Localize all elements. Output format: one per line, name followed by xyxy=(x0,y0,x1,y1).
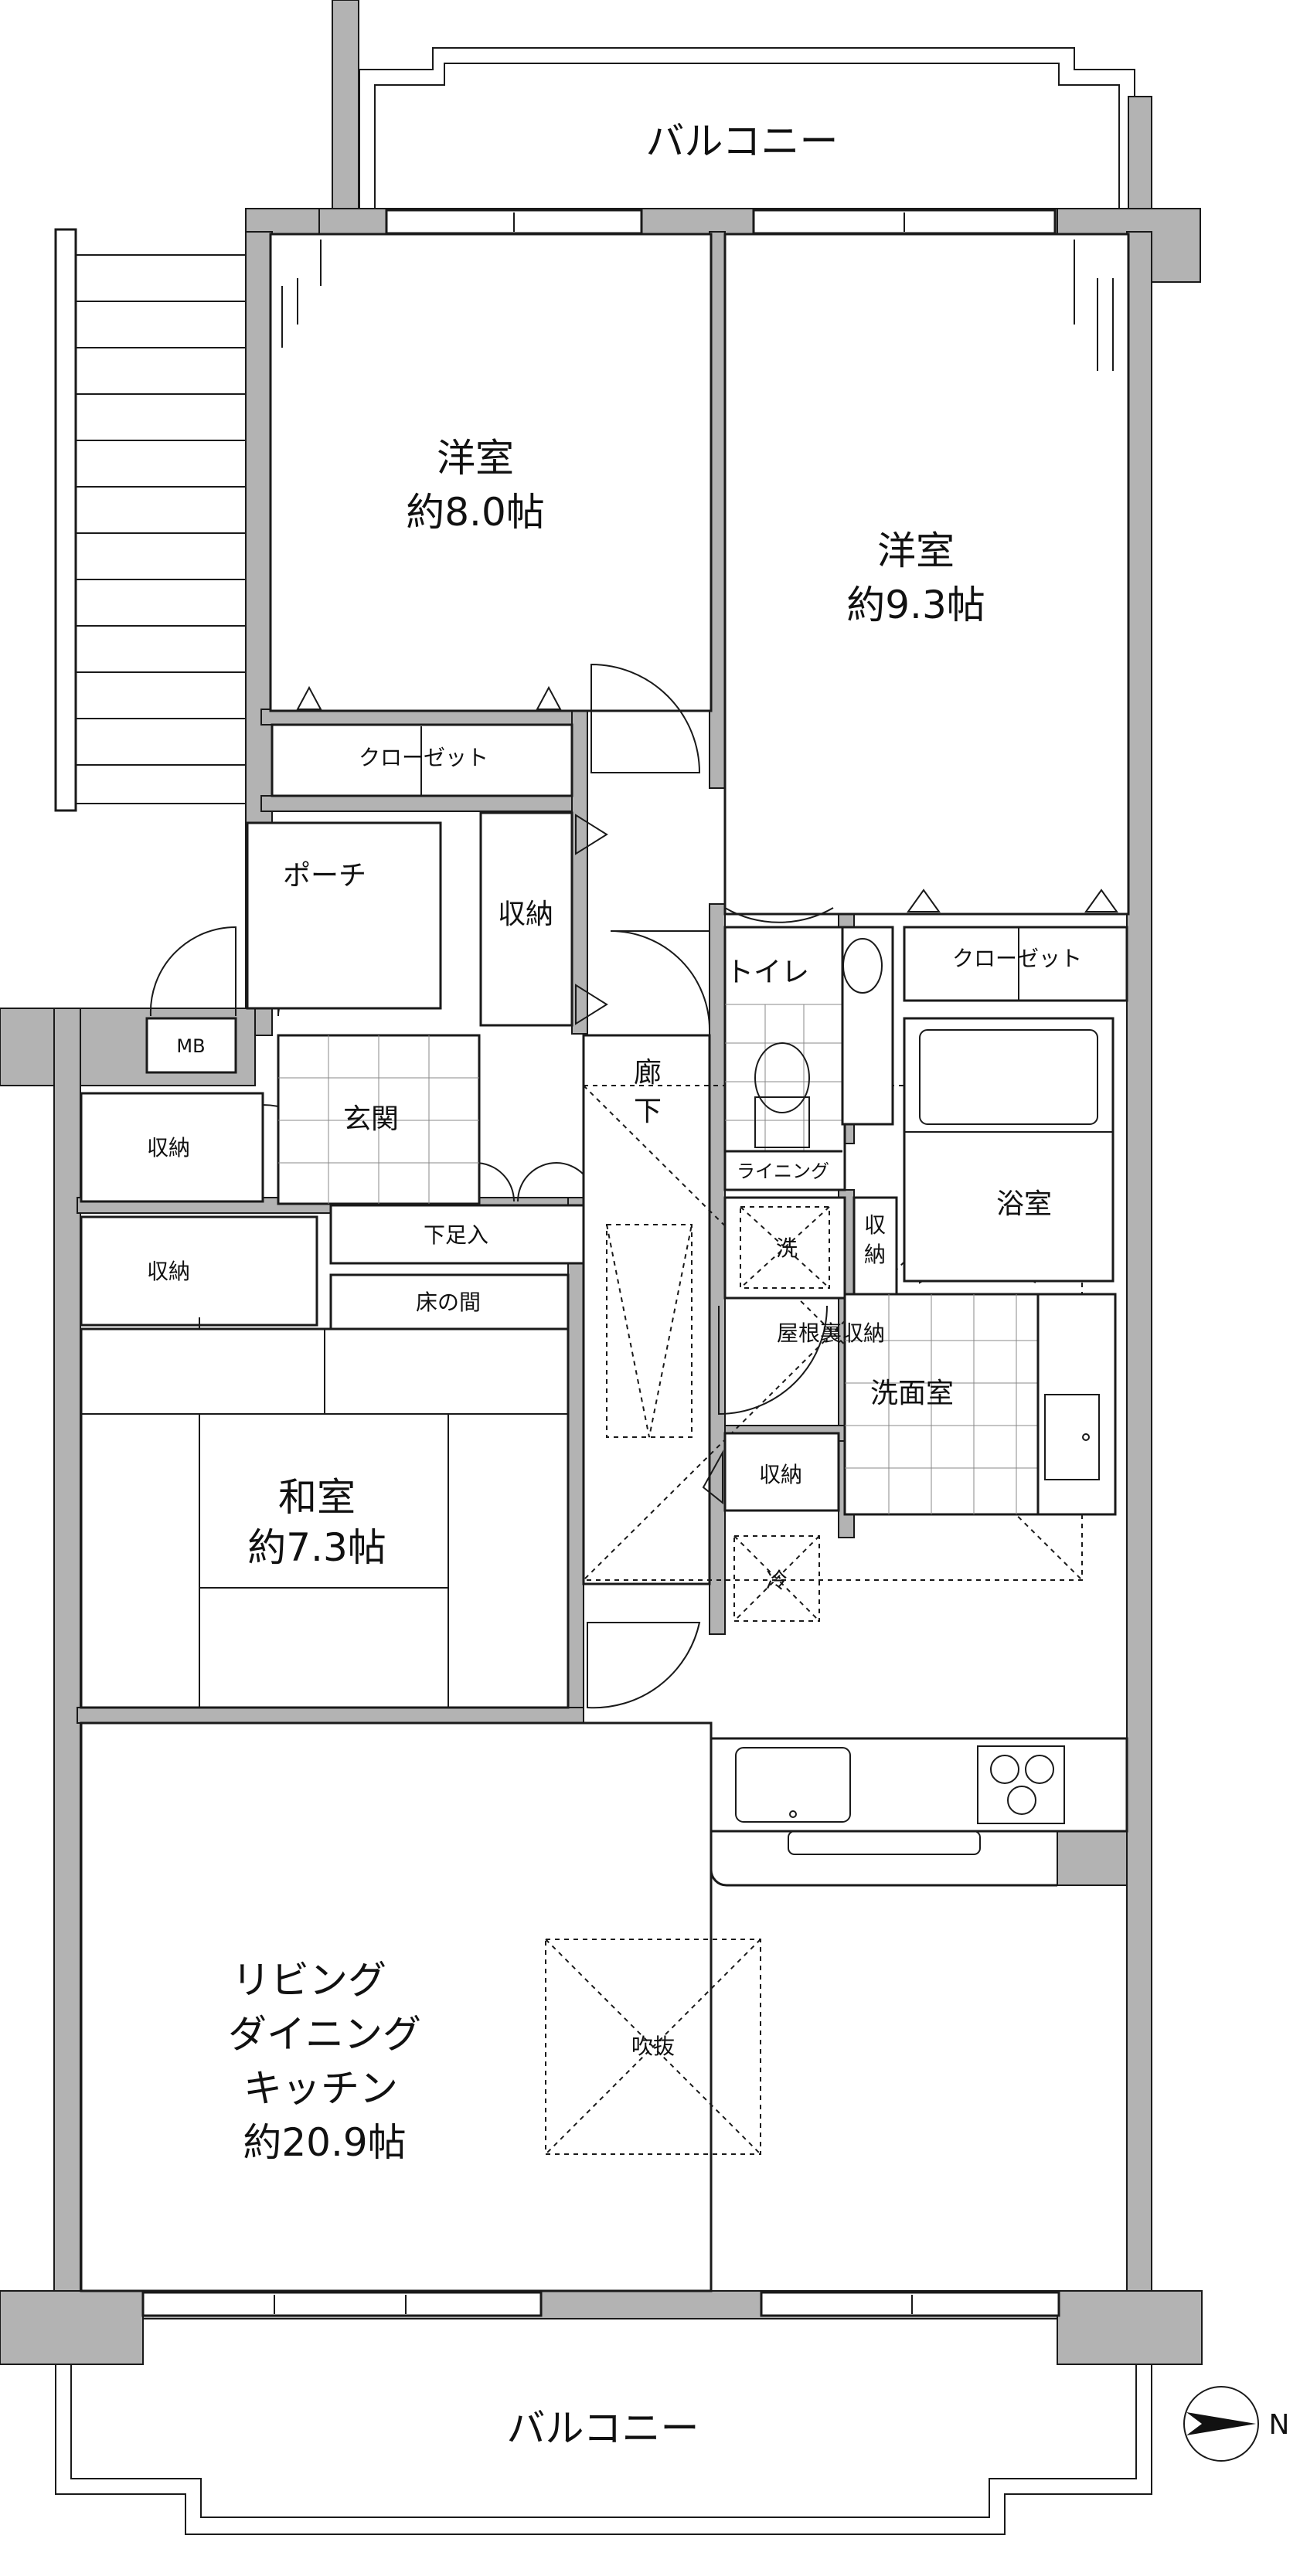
corridor: 廊 下 xyxy=(582,1034,1083,1585)
closet-1-label: クローゼット xyxy=(359,745,488,770)
bottom-windows xyxy=(141,2291,1060,2317)
toilet-room: トイレ ライニング xyxy=(723,926,894,1191)
bathroom: 浴室 xyxy=(903,1017,1115,1283)
attic-storage-label: 屋根裏収納 xyxy=(777,1320,885,1346)
ldk-line-2: ダイニング xyxy=(228,2012,421,2057)
closet-2: クローゼット xyxy=(903,889,1128,1002)
storage-left-2-label: 収納 xyxy=(147,1259,190,1284)
bath-label: 浴室 xyxy=(996,1188,1052,1220)
japanese-room-size: 約7.3帖 xyxy=(247,1525,386,1570)
entrance: 玄関 xyxy=(277,1034,481,1205)
shoe-box: 下足入 xyxy=(329,1204,585,1265)
fridge-label: 冷 xyxy=(766,1568,788,1593)
ldk-line-1: リビング xyxy=(232,1958,386,2003)
bedroom-2: 洋室 約9.3帖 xyxy=(723,209,1130,916)
fridge: 冷 xyxy=(733,1535,820,1622)
entrance-label: 玄関 xyxy=(343,1103,399,1135)
tokonoma: 床の間 xyxy=(329,1273,570,1330)
ldk-size: 約20.9帖 xyxy=(243,2120,406,2165)
mid-storage-label: 収納 xyxy=(759,1462,802,1487)
balcony-bottom-label: バルコニー xyxy=(507,2406,699,2451)
living-dining-kitchen: リビング ダイニング キッチン 約20.9帖 吹抜 xyxy=(80,1721,761,2292)
shoe-box-label: 下足入 xyxy=(424,1222,488,1248)
void-label: 吹抜 xyxy=(631,2034,675,2059)
exterior-stair xyxy=(54,228,247,812)
small-storage: 収 納 xyxy=(852,1196,898,1303)
tokonoma-label: 床の間 xyxy=(416,1290,481,1315)
bottom-balcony: バルコニー xyxy=(55,2364,1152,2535)
bedroom-1-name: 洋室 xyxy=(437,436,514,481)
hall-storage-label: 収納 xyxy=(498,899,553,930)
porch: ポーチ xyxy=(246,821,442,1010)
storage-left-1: 収納 xyxy=(80,1092,264,1203)
mid-storage: 収納 xyxy=(702,1432,840,1512)
washer-area: 洗 xyxy=(723,1196,846,1300)
storage-left-1-label: 収納 xyxy=(147,1135,190,1161)
japanese-room: 和室 約7.3帖 xyxy=(80,1327,570,1709)
corridor-label-2: 下 xyxy=(634,1096,662,1127)
bedroom-2-name: 洋室 xyxy=(877,528,955,573)
ldk-line-3: キッチン xyxy=(243,2066,398,2111)
bedroom-1: 洋室 約8.0帖 xyxy=(269,209,713,712)
hall-storage: 収納 xyxy=(479,811,608,1027)
washer-label: 洗 xyxy=(776,1235,798,1261)
small-storage-label-1: 収 xyxy=(864,1212,886,1238)
closet-2-label: クローゼット xyxy=(952,946,1082,971)
corridor-label-1: 廊 xyxy=(634,1057,662,1089)
small-storage-label-2: 納 xyxy=(864,1242,886,1267)
balcony-top-label: バルコニー xyxy=(646,119,839,164)
mb-box: MB xyxy=(145,1017,237,1074)
washroom-label: 洗面室 xyxy=(870,1378,954,1409)
closet-1: クローゼット xyxy=(271,685,573,797)
toilet-label: トイレ xyxy=(726,957,809,988)
bedroom-1-size: 約8.0帖 xyxy=(406,490,545,535)
bedroom-2-size: 約9.3帖 xyxy=(846,583,985,627)
compass-icon: N xyxy=(1183,2386,1290,2462)
storage-left-2: 収納 xyxy=(80,1215,318,1333)
japanese-room-name: 和室 xyxy=(278,1475,356,1520)
kitchen-counter xyxy=(710,1737,1128,1887)
lining-label: ライニング xyxy=(737,1161,829,1182)
mb-label: MB xyxy=(176,1035,205,1057)
washroom: 屋根裏収納 洗面室 xyxy=(777,1293,1117,1516)
top-balcony xyxy=(332,0,1152,217)
compass-label: N xyxy=(1269,2409,1290,2441)
porch-label: ポーチ xyxy=(283,860,366,892)
